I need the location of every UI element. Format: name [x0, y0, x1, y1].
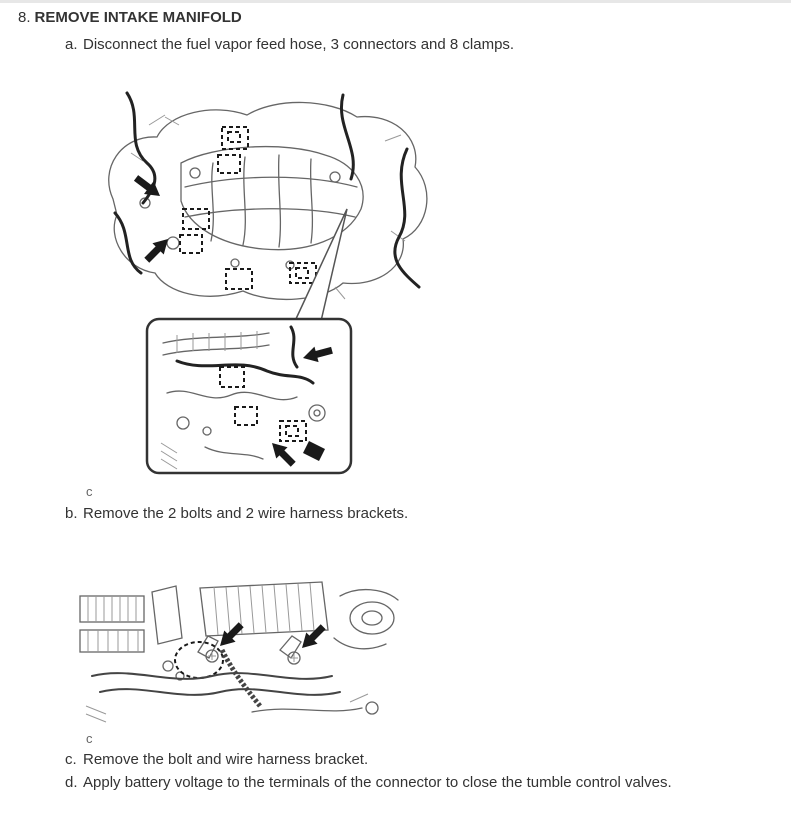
- clamp-highlight-box: [221, 126, 249, 150]
- harness-bracket-diagram: [79, 581, 399, 723]
- clamp-highlight-box: [285, 425, 299, 437]
- substep-c-text: Remove the bolt and wire harness bracket…: [83, 751, 369, 768]
- clamp-highlight-box: [179, 234, 203, 254]
- clamp-highlight-box: [234, 406, 258, 426]
- step-title: REMOVE INTAKE MANIFOLD: [34, 9, 242, 26]
- substep-d-text: Apply battery voltage to the terminals o…: [83, 774, 672, 791]
- fuel-vapor-feed-hose: [113, 91, 421, 289]
- substep-a-label: a.: [65, 36, 78, 53]
- step-heading: 8.REMOVE INTAKE MANIFOLD: [18, 9, 242, 26]
- substep-c-label: c.: [65, 751, 77, 768]
- figure1-caption: c: [86, 484, 93, 499]
- clamp-highlight-box: [279, 420, 307, 442]
- intake-manifold-diagram: [108, 91, 428, 475]
- wire-harness: [91, 648, 341, 708]
- clamp-highlight-box: [295, 267, 309, 279]
- pointer-wedge: [293, 208, 348, 322]
- engine-line-art: [108, 101, 428, 300]
- substep-b: b. Remove the 2 bolts and 2 wire harness …: [65, 505, 408, 522]
- substep-a: a. Disconnect the fuel vapor feed hose, 3…: [65, 36, 514, 53]
- connector-silhouette: [303, 441, 325, 461]
- substep-c: c. Remove the bolt and wire harness brack…: [65, 751, 368, 768]
- inset-callout-box: [145, 317, 353, 475]
- engine-side-line-art: [79, 581, 399, 723]
- substep-b-text: Remove the 2 bolts and 2 wire harness br…: [83, 505, 409, 522]
- figure2-caption: c: [86, 731, 93, 746]
- clamp-highlight-box: [182, 208, 210, 230]
- substep-d-label: d.: [65, 774, 78, 791]
- inset-line-art: [160, 325, 326, 470]
- clamp-highlight-boxes: [179, 126, 317, 290]
- clamp-highlight-box: [225, 268, 253, 290]
- substep-b-label: b.: [65, 505, 78, 522]
- bolt-and-bracket-left: [174, 635, 224, 679]
- bolt-and-bracket-right: [279, 635, 302, 665]
- clamp-highlight-box: [289, 262, 317, 284]
- substep-a-text: Disconnect the fuel vapor feed hose, 3 c…: [83, 36, 515, 53]
- step-number: 8.: [18, 9, 31, 26]
- substep-d: d. Apply battery voltage to the terminals…: [65, 774, 672, 791]
- inset-clamp-highlight-boxes: [219, 366, 307, 442]
- clamp-highlight-box: [219, 366, 245, 388]
- clamp-highlight-box: [217, 154, 241, 174]
- clamp-highlight-box: [227, 131, 241, 143]
